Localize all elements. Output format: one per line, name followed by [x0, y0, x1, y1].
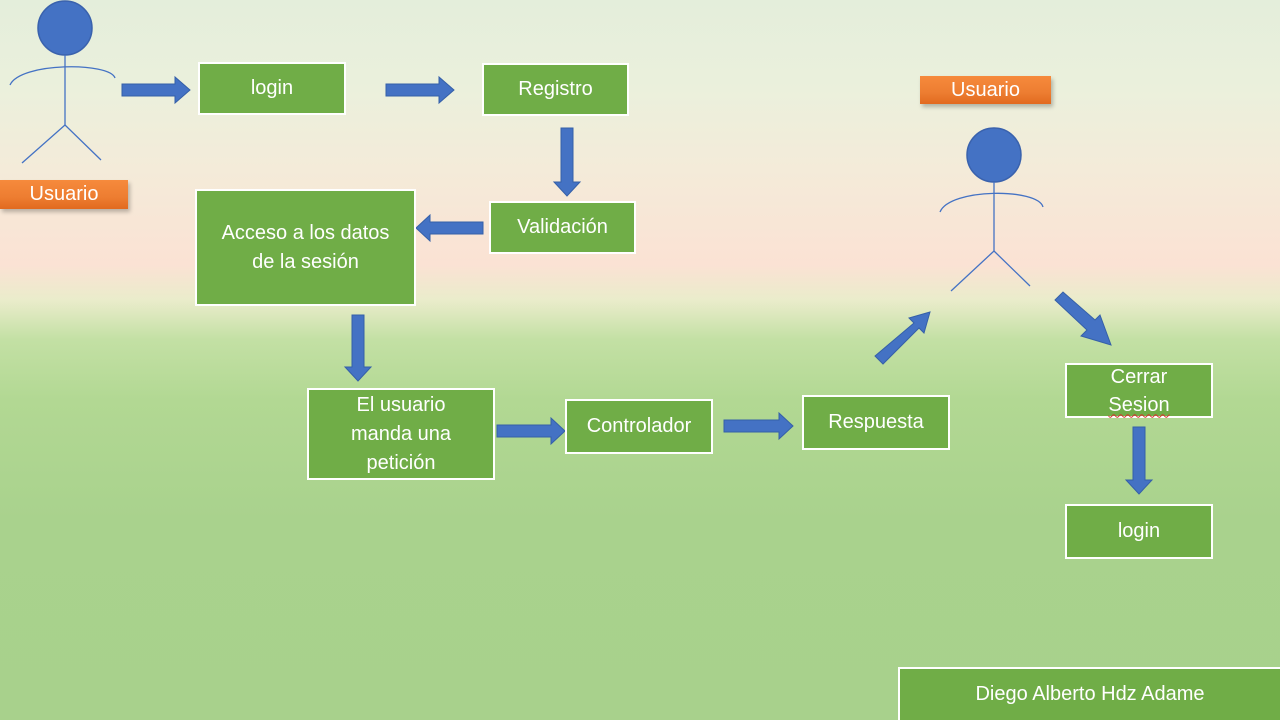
box-cerrar-line-1: Cerrar — [1110, 365, 1168, 388]
box-validacion: Validación — [489, 201, 636, 254]
box-validacion-text: Validación — [517, 216, 608, 238]
box-acceso-line-1: Acceso a los datos — [221, 221, 390, 244]
box-login-bottom: login — [1065, 504, 1213, 559]
arrow-right-icon — [385, 75, 455, 105]
actor-label-right: Usuario — [920, 76, 1051, 104]
box-controlador-text: Controlador — [586, 415, 692, 437]
arrow-down-icon — [552, 127, 582, 197]
box-acceso: Acceso a los datos de la sesión — [195, 189, 416, 306]
arrow-diagonal-down-icon — [1054, 291, 1112, 346]
actor-left-icon — [9, 0, 116, 164]
box-cerrar-line-2: Sesion — [1108, 393, 1170, 416]
box-registro-text: Registro — [518, 78, 593, 100]
box-peticion: El usuario manda una petición — [307, 388, 495, 480]
arrow-right-icon — [723, 411, 794, 441]
box-acceso-line-2: de la sesión — [252, 250, 359, 273]
actor-right-icon — [939, 127, 1044, 292]
box-cerrar-sesion: Cerrar Sesion — [1065, 363, 1213, 418]
actor-label-left-text: Usuario — [29, 183, 99, 205]
actor-label-right-text: Usuario — [951, 78, 1020, 101]
arrow-left-icon — [415, 213, 484, 243]
author-name: Diego Alberto Hdz Adame — [975, 683, 1205, 705]
box-peticion-line-3: petición — [366, 451, 436, 474]
box-respuesta-text: Respuesta — [828, 411, 924, 433]
box-peticion-line-2: manda una — [350, 422, 452, 445]
author-box: Diego Alberto Hdz Adame — [898, 667, 1280, 720]
arrow-right-icon — [121, 75, 191, 105]
arrow-down-icon — [343, 314, 373, 382]
box-login-top-text: login — [250, 77, 294, 99]
box-controlador: Controlador — [565, 399, 713, 454]
arrow-diagonal-up-icon — [874, 311, 931, 365]
box-peticion-line-1: El usuario — [356, 393, 446, 416]
box-login-top: login — [198, 62, 346, 115]
box-login-bottom-text: login — [1117, 520, 1161, 542]
arrow-down-icon — [1124, 426, 1154, 495]
arrow-right-icon — [496, 416, 566, 446]
actor-label-left: Usuario — [0, 180, 128, 209]
box-respuesta: Respuesta — [802, 395, 950, 450]
box-registro: Registro — [482, 63, 629, 116]
